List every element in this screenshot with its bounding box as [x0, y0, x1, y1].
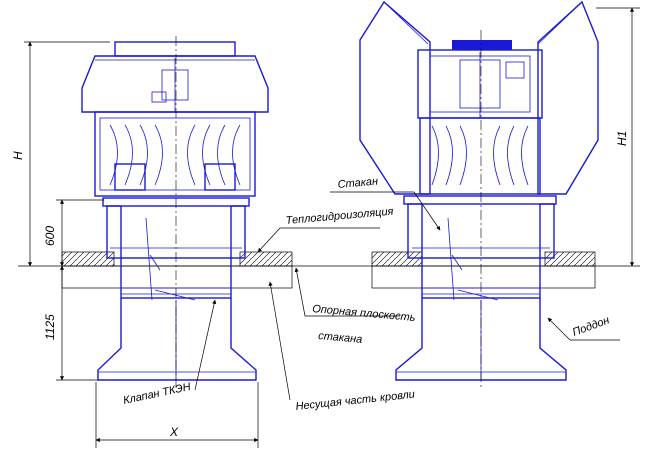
dim-1125: 1125: [43, 314, 57, 340]
left-roof-slab: [61, 265, 293, 289]
label-stakan: Стакан: [337, 176, 378, 191]
leader-lines: [194, 191, 620, 401]
dim-600: 600: [43, 226, 57, 246]
right-flap-right: [537, 0, 599, 195]
label-teplogidroizolyatsiya: Теплогидроизоляция: [285, 206, 394, 227]
left-insulation-block-l: [61, 251, 115, 267]
right-insulation-block-r: [544, 251, 596, 267]
left-insulation-block-r: [239, 251, 293, 267]
label-nesushchaya: Несущая часть кровли: [295, 389, 415, 413]
label-opornaya-ploskost-2: стакана: [318, 330, 363, 346]
right-roof-slab: [371, 265, 596, 289]
left-fan-unit: [61, 36, 293, 390]
right-insulation-block-l: [371, 251, 423, 267]
dim-x: X: [169, 425, 179, 439]
right-flap-left: [359, 0, 431, 195]
dim-h1: H1: [615, 131, 629, 146]
label-opornaya-ploskost-1: Опорная плоскость: [312, 303, 416, 324]
fan-badge: [452, 40, 512, 50]
dim-h: H: [11, 151, 25, 160]
label-poddon: Поддон: [571, 314, 611, 338]
dimension-lines: [24, 7, 640, 448]
right-fan-unit: [359, 0, 599, 390]
label-klapan: Клапан ТКЭН: [122, 381, 192, 407]
